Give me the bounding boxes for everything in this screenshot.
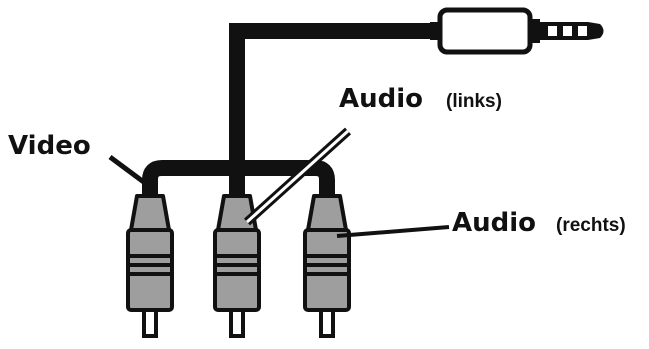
- rca-plug-audio-right: [303, 194, 351, 338]
- rca-plug-video: [126, 194, 174, 338]
- audio-right-label: Audio: [452, 208, 537, 238]
- audio-left-note: (links): [446, 91, 502, 112]
- jack-plug: [430, 7, 604, 55]
- video-label: Video: [8, 131, 91, 161]
- leader-line-audio-left: [245, 129, 350, 224]
- audio-right-note: (rechts): [556, 215, 626, 236]
- audio-left-label: Audio: [339, 84, 424, 114]
- branch-cable: [142, 160, 335, 210]
- rca-plug-audio-left: [213, 194, 261, 338]
- leader-line-audio-right: [336, 225, 450, 238]
- main-cable: [229, 23, 432, 210]
- leader-line-video: [108, 154, 147, 186]
